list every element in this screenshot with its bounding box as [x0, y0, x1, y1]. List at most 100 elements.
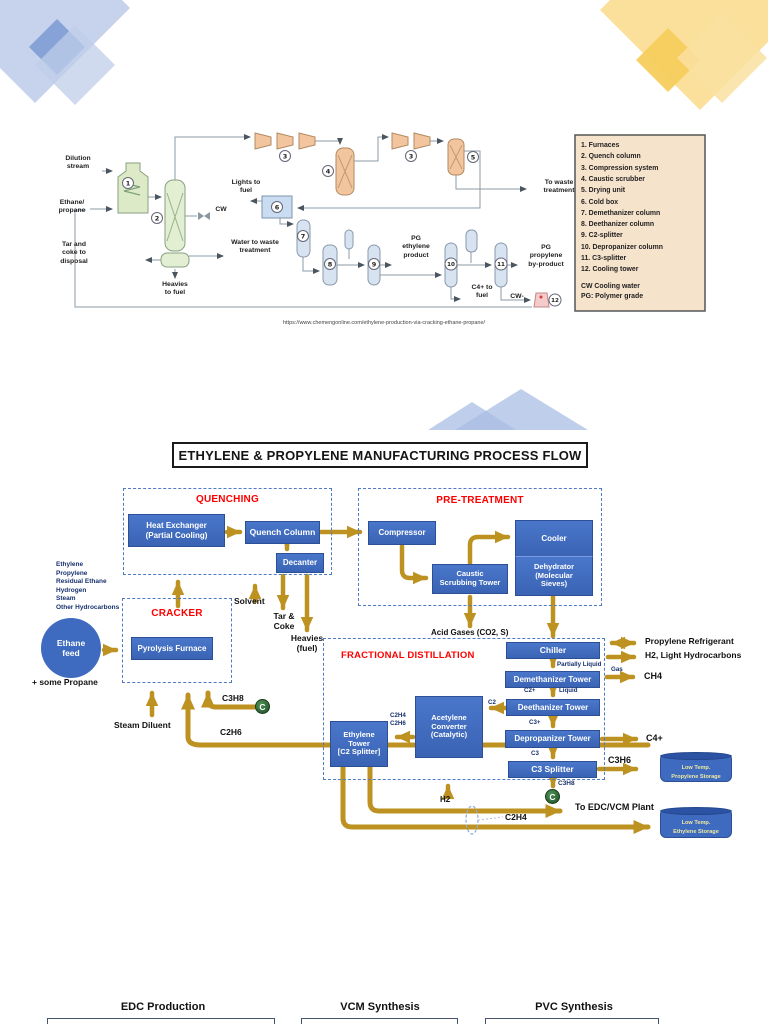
legend-item: 12. Cooling tower [581, 266, 639, 274]
label-gas: Gas [611, 666, 623, 673]
feed-note: + some Propane [32, 677, 98, 687]
section-frame-cracker [122, 598, 232, 683]
stream-label-to-waste: To waste treatment [543, 179, 575, 195]
box-heat-exchanger: Heat Exchanger (Partial Cooling) [128, 514, 225, 547]
label-heavies-fuel: Heavies (fuel) [290, 633, 324, 653]
label-c3h8-recycle: C3H8 [222, 693, 244, 703]
label-h2-light-hydrocarbons: H2, Light Hydrocarbons [645, 650, 742, 660]
stream-label-c4-fuel: C4+ to fuel [471, 284, 493, 300]
stream-label-lights: Lights to fuel [231, 179, 261, 195]
pvc-chain-box [485, 1018, 659, 1024]
stream-label-dilution: Dilution stream [65, 155, 91, 171]
svg-text:5: 5 [471, 153, 476, 161]
box-c3-splitter: C3 Splitter [508, 761, 597, 778]
legend-item: 11. C3-splitter [581, 255, 627, 262]
edc-chain-box [47, 1018, 275, 1024]
label-solvent: Solvent [234, 596, 265, 606]
label-c2h4-pipe: C2H4 [505, 812, 527, 822]
section-label-pretreatment: PRE-TREATMENT [436, 495, 524, 506]
svg-text:3: 3 [283, 152, 288, 160]
section-frame-quenching [123, 488, 332, 575]
cracked-gas-components-list: Ethylene Propylene Residual Ethane Hydro… [56, 561, 120, 611]
box-demethanizer-tower: Demethanizer Tower [505, 671, 600, 688]
label-c3-plus: C3+ [529, 719, 541, 726]
equipment-number-bubbles: 1 2 3 4 3 5 6 7 8 9 10 11 12 [122, 150, 562, 307]
label-c3h8-bottoms: C3H8 [558, 780, 575, 787]
svg-text:7: 7 [301, 232, 306, 240]
label-ch4: CH4 [644, 671, 663, 681]
box-cooler: Cooler [515, 520, 593, 556]
legend-item: 5. Drying unit [581, 187, 626, 195]
tank-top-ellipse [660, 752, 732, 760]
svg-text:4: 4 [326, 167, 331, 175]
box-caustic-scrubbing-tower: Caustic Scrubbing Tower [432, 564, 508, 594]
box-deethanizer-tower: Deethanizer Tower [506, 699, 600, 716]
connector-c-left: C [255, 699, 270, 714]
label-to-edc-vcm: To EDC/VCM Plant [575, 802, 654, 812]
legend-item: 7. Demethanizer column [581, 209, 661, 217]
box-compressor: Compressor [368, 521, 436, 545]
stream-label-water-waste: Water to waste treatment [231, 239, 279, 255]
ethylene-storage-label: Low Temp. Ethylene Storage [673, 820, 719, 835]
box-decanter: Decanter [276, 553, 324, 573]
legend-item: 4. Caustic scrubber [581, 175, 645, 183]
header-vcm-synthesis: VCM Synthesis [340, 1001, 420, 1013]
box-pyrolysis-furnace: Pyrolysis Furnace [131, 637, 213, 660]
header-edc-production: EDC Production [120, 1001, 206, 1013]
section-frame-pretreatment [358, 488, 602, 606]
label-c2-plus: C2+ [524, 687, 536, 694]
propylene-storage-tank: Low Temp. Propylene Storage [660, 752, 732, 782]
reference-diagram-graphics: 1 2 3 4 3 5 6 7 8 9 10 11 12 [74, 132, 706, 312]
label-partially-liquid: Partially Liquid [557, 661, 602, 668]
legend-note-cw: CW Cooling water [581, 283, 640, 290]
header-pvc-synthesis: PVC Synthesis [535, 1001, 613, 1013]
label-h2: H2 [440, 795, 451, 804]
svg-text:8: 8 [328, 260, 333, 268]
label-c3h6: C3H6 [608, 755, 632, 765]
ethylene-storage-tank: Low Temp. Ethylene Storage [660, 807, 732, 838]
svg-text:6: 6 [275, 203, 280, 211]
stream-label-heavies: Heavies to fuel [162, 281, 188, 297]
svg-text:9: 9 [372, 260, 377, 268]
ethylene-cracking-reference-diagram: 1 2 3 4 3 5 6 7 8 9 10 11 12 Dilution st… [40, 123, 710, 318]
diagram-title: ETHYLENE & PROPYLENE MANUFACTURING PROCE… [172, 442, 588, 468]
svg-text:2: 2 [155, 214, 160, 222]
svg-text:1: 1 [126, 179, 131, 187]
section-label-fractionation: FRACTIONAL DISTILLATION [341, 650, 475, 661]
furnace-shape [117, 162, 149, 214]
legend-item: 2. Quench column [581, 153, 641, 161]
svg-text:10: 10 [447, 262, 455, 268]
stream-label-pg-ethylene: PG ethylene product [402, 235, 430, 259]
compressor-train-shapes [254, 132, 431, 150]
label-c2: C2 [488, 699, 496, 706]
section-label-quenching: QUENCHING [196, 494, 259, 505]
label-c4-plus: C4+ [646, 733, 663, 743]
label-liquid: Liquid [559, 687, 578, 694]
vcm-chain-box [301, 1018, 458, 1024]
label-c2h4-c2h6: C2H4 C2H6 [390, 712, 406, 727]
connector-c-right: C [545, 789, 560, 804]
legend-note-pg: PG: Polymer grade [581, 293, 644, 300]
box-depropanizer-tower: Depropanizer Tower [505, 730, 600, 748]
stream-label-tar-coke: Tar and coke to disposal [60, 241, 88, 265]
section-frame-fractionation [323, 638, 605, 780]
box-chiller: Chiller [506, 642, 600, 659]
stream-label-cw: CW [215, 206, 227, 213]
label-steam-diluent: Steam Diluent [114, 720, 171, 730]
box-quench-column: Quench Column [245, 521, 320, 544]
legend-item: 8. Deethanizer column [581, 221, 655, 229]
section-label-cracker: CRACKER [151, 608, 203, 619]
svg-text:11: 11 [497, 262, 505, 268]
legend-item: 3. Compression system [581, 164, 659, 172]
stream-label-cw-minus: CW- [510, 293, 524, 300]
label-tar-coke: Tar & Coke [273, 611, 295, 631]
svg-text:12: 12 [551, 298, 559, 304]
stream-label-pg-propylene: PG propylene by-product [528, 244, 564, 268]
propylene-storage-label: Low Temp. Propylene Storage [671, 765, 721, 780]
legend-item: 6. Cold box [581, 198, 619, 206]
box-acetylene-converter: Acetylene Converter (Catalytic) [415, 696, 483, 758]
tank-top-ellipse [660, 807, 732, 815]
legend-item: 1. Furnaces [581, 142, 620, 149]
